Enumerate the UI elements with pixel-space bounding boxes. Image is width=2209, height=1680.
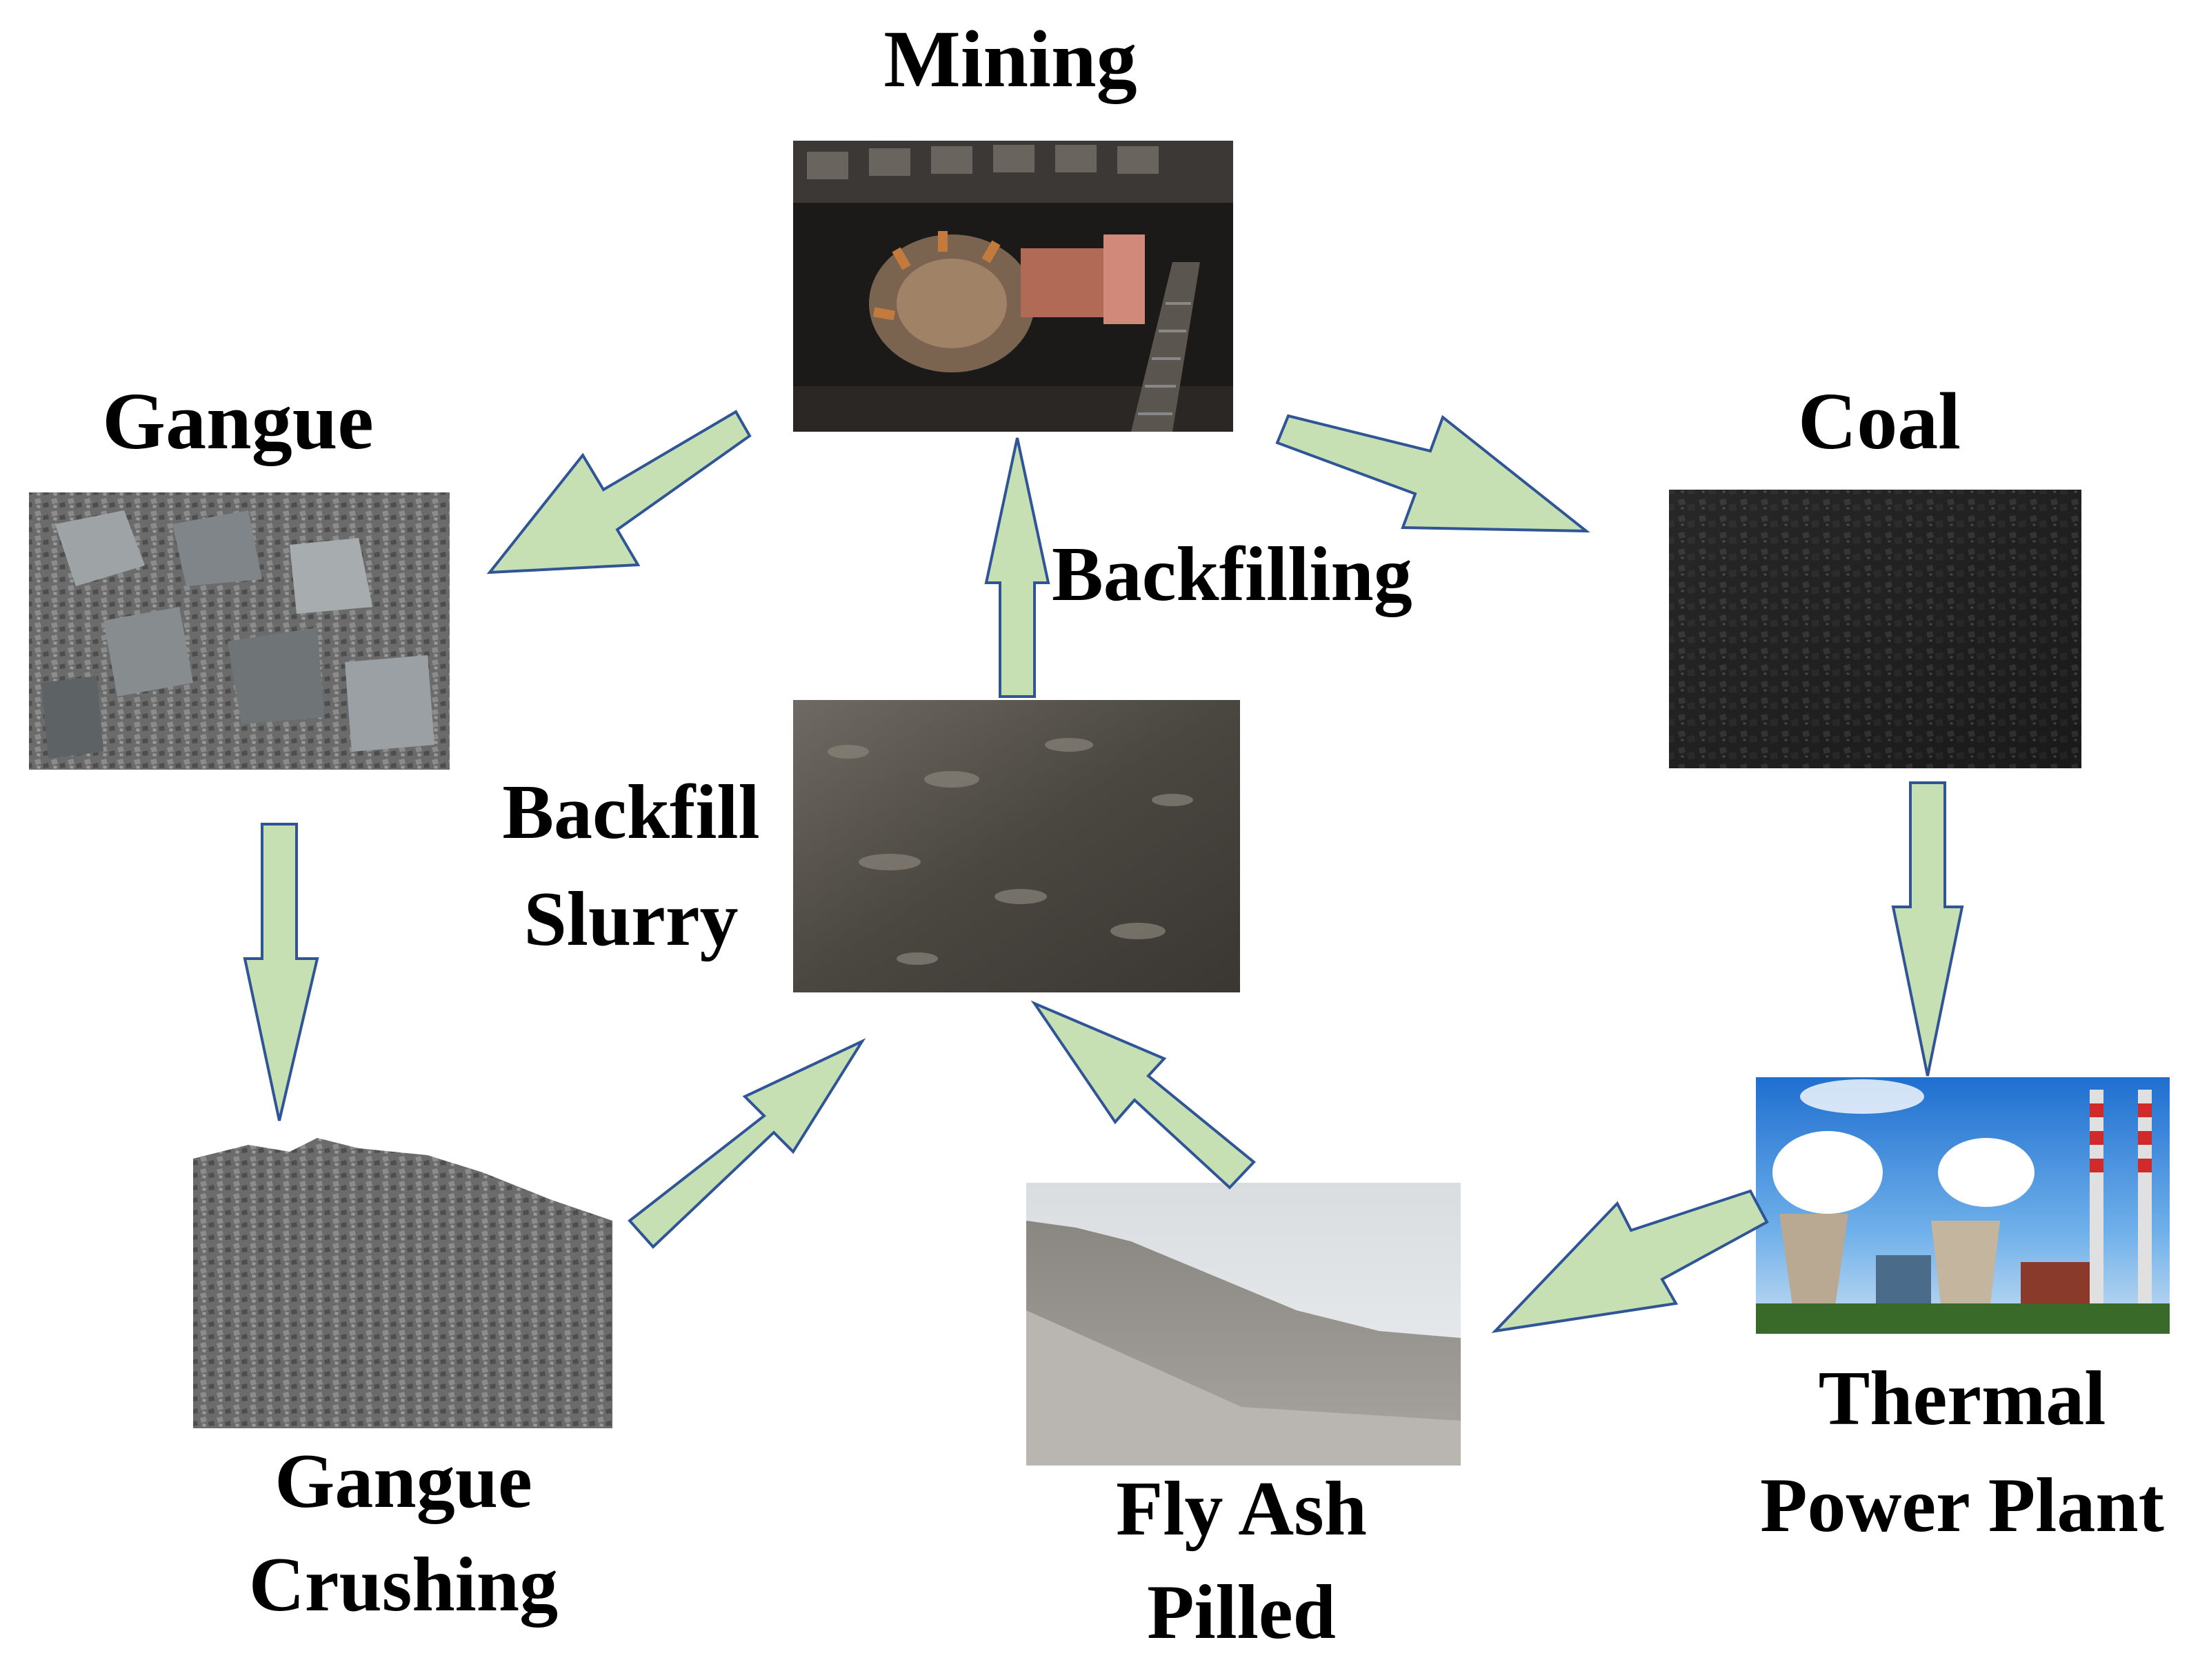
arrow-plant-to-flyash xyxy=(1491,1189,1769,1333)
arrow-mining-to-gangue xyxy=(486,410,752,574)
arrow-coal-to-plant xyxy=(1891,781,1964,1077)
backfill-slurry-label-line2: Slurry xyxy=(523,877,738,962)
thermal-power-plant-label-line1: Thermal xyxy=(1819,1356,2106,1441)
fly-ash-label-line2: Pilled xyxy=(1147,1570,1336,1655)
mining-photo xyxy=(793,141,1233,432)
gangue-photo xyxy=(29,492,450,770)
gangue-label: Gangue xyxy=(102,376,373,466)
thermal-power-plant-photo xyxy=(1756,1077,2170,1334)
arrow-gangue-to-crushing xyxy=(243,823,319,1121)
gangue-crushing-label-line1: Gangue xyxy=(274,1439,532,1524)
arrow-mining-to-coal xyxy=(1275,414,1590,533)
thermal-power-plant-label-line2: Power Plant xyxy=(1760,1463,2164,1548)
gangue-crushing-photo xyxy=(193,1138,612,1428)
arrow-backfilling-up xyxy=(984,437,1050,698)
arrow-crushing-to-slurry xyxy=(628,1038,866,1249)
fly-ash-photo xyxy=(1026,1183,1461,1466)
backfill-slurry-photo xyxy=(793,700,1240,992)
backfilling-label: Backfilling xyxy=(1052,532,1412,617)
arrow-flyash-to-slurry xyxy=(1030,1000,1256,1190)
fly-ash-label-line1: Fly Ash xyxy=(1116,1466,1367,1552)
coal-photo xyxy=(1669,490,2081,768)
gangue-crushing-label-line2: Crushing xyxy=(249,1542,558,1628)
coal-label: Coal xyxy=(1798,376,1961,466)
backfill-slurry-label-line1: Backfill xyxy=(502,770,759,855)
mining-label: Mining xyxy=(883,14,1137,104)
